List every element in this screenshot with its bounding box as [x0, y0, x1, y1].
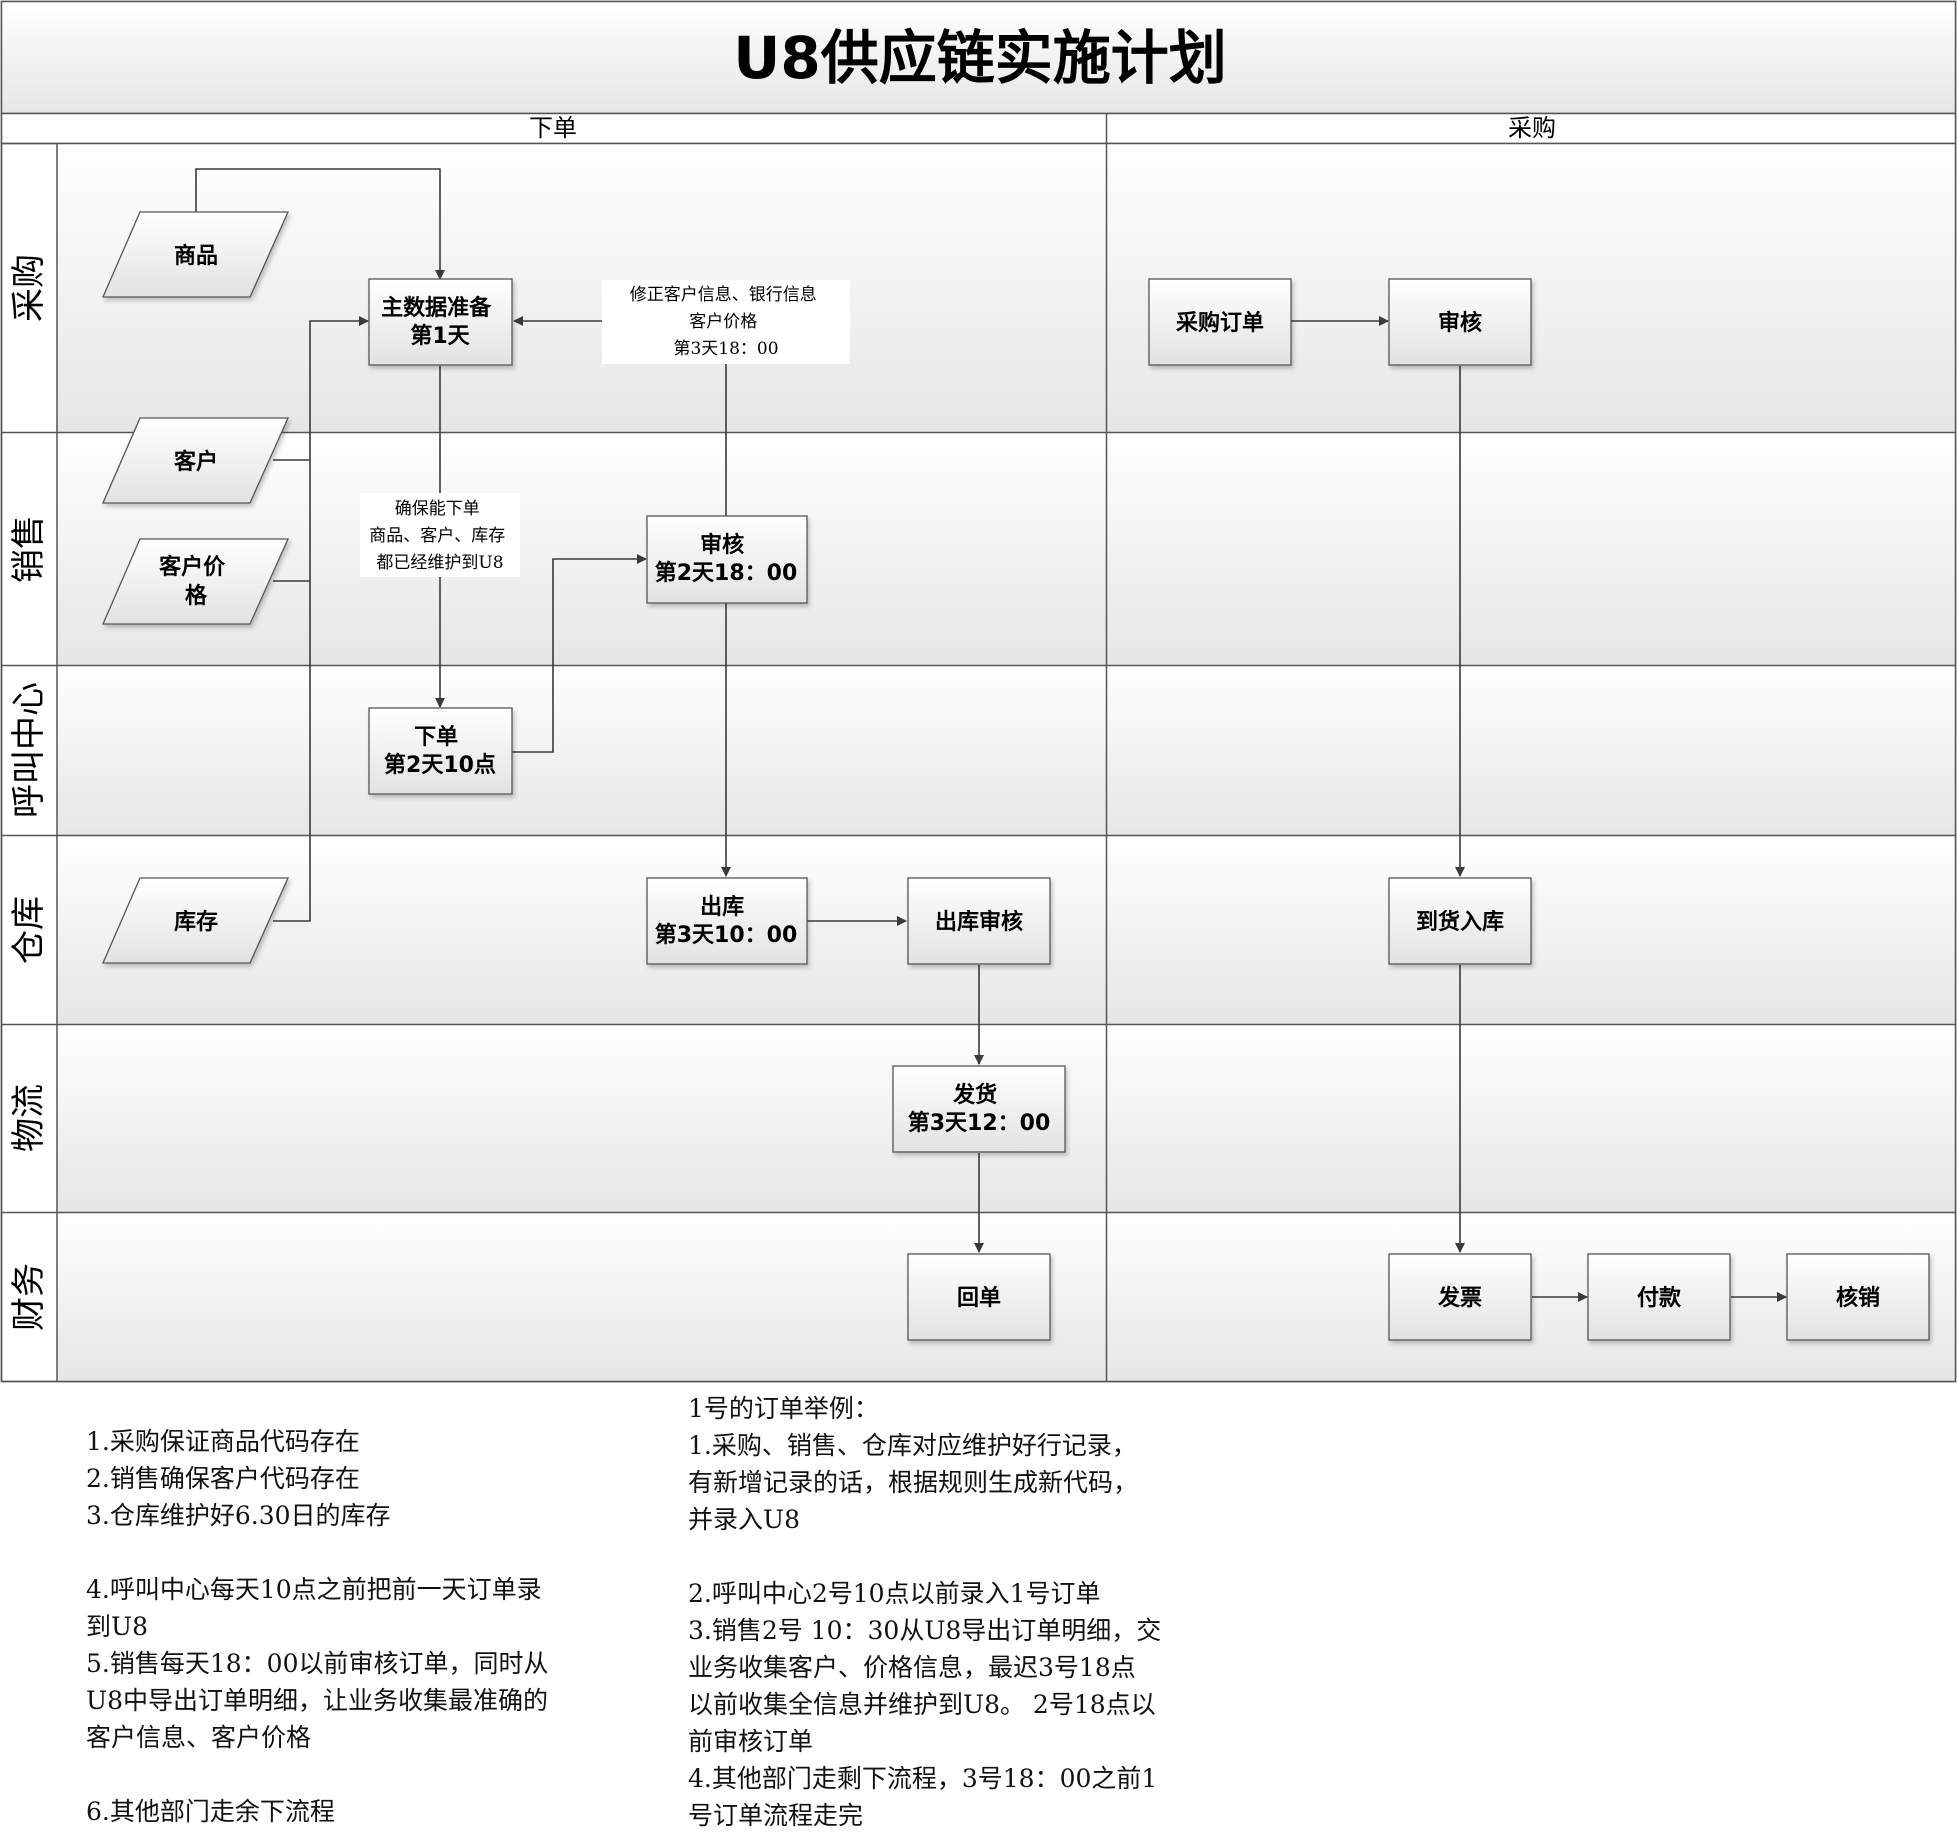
svg-text:审核: 审核 [1438, 310, 1482, 336]
lane-label-callcenter: 呼叫中心 [9, 682, 49, 818]
data-node-customer: 客户 [102, 417, 290, 504]
svg-text:出库审核: 出库审核 [935, 909, 1023, 935]
svg-text:回单: 回单 [957, 1286, 1001, 1311]
annotation-ensure: 确保能下单 商品、客户、库存 都已经维护到U8 [360, 493, 520, 577]
svg-text:核销: 核销 [1836, 1285, 1880, 1311]
svg-text:客户: 客户 [174, 449, 218, 475]
note-line: 有新增记录的话，根据规则生成新代码， [688, 1468, 1139, 1497]
diagram-title: U8供应链实施计划 [733, 24, 1226, 92]
data-node-inventory: 库存 [102, 877, 290, 964]
process-purchase-review: 审核 [1388, 278, 1532, 366]
svg-text:库存: 库存 [174, 909, 218, 935]
svg-text:修正客户信息、银行信息 客户价格 第: 修正客户信息、银行信息 客户价格 第3天18：00 [630, 285, 822, 359]
note-gap [86, 1756, 646, 1793]
process-arrival: 到货入库 [1388, 877, 1532, 965]
lane-label-logistics: 物流 [9, 1084, 49, 1152]
note-line: 号订单流程走完 [688, 1801, 864, 1830]
lane-label-purchase: 采购 [9, 254, 49, 322]
process-outbound: 出库 第3天10：00 [646, 877, 808, 965]
svg-text:客户价 格: 客户价 格 [159, 554, 233, 609]
note-line: 3.仓库维护好6.30日的库存 [86, 1501, 391, 1530]
note-line: 并录入U8 [688, 1505, 800, 1534]
svg-text:商品: 商品 [174, 243, 218, 269]
data-node-goods: 商品 [102, 211, 290, 298]
note-line: 2.销售确保客户代码存在 [86, 1464, 360, 1493]
svg-text:主数据准备 第1天: 主数据准备 第1天 [381, 295, 499, 349]
note-line: 5.销售每天18：00以前审核订单，同时从 [86, 1649, 549, 1678]
column-header-purchase: 采购 [1508, 114, 1556, 142]
process-order: 下单 第2天10点 [368, 707, 513, 795]
notes-left: 1.采购保证商品代码存在 2.销售确保客户代码存在 3.仓库维护好6.30日的库… [86, 1423, 646, 1830]
note-line: 客户信息、客户价格 [86, 1723, 312, 1752]
lane-label-finance: 财务 [9, 1263, 49, 1331]
note-line: 业务收集客户、价格信息，最迟3号18点 [688, 1653, 1136, 1682]
svg-text:审核 第2天18：00: 审核 第2天18：00 [655, 532, 798, 586]
note-line: 以前收集全信息并维护到U8。 2号18点以 [688, 1690, 1156, 1719]
lane-label-warehouse: 仓库 [9, 896, 49, 964]
note-line: U8中导出订单明细，让业务收集最准确的 [86, 1686, 548, 1715]
lane-band-sales [57, 432, 1956, 666]
process-sales-review: 审核 第2天18：00 [646, 515, 808, 604]
process-master-data: 主数据准备 第1天 [368, 278, 513, 366]
note-line: 4.其他部门走剩下流程，3号18：00之前1 [688, 1764, 1158, 1793]
svg-text:确保能下单 商品、客户、库存 都已经: 确保能下单 商品、客户、库存 都已经维护到U8 [369, 499, 510, 573]
note-gap [688, 1538, 1248, 1575]
process-outbound-review: 出库审核 [907, 877, 1051, 965]
note-line: 到U8 [86, 1612, 148, 1641]
notes-right: 1号的订单举例： 1.采购、销售、仓库对应维护好行记录， 有新增记录的话，根据规… [688, 1390, 1248, 1834]
process-shipping: 发货 第3天12：00 [892, 1065, 1066, 1153]
edge-inventory-to-bus [273, 316, 369, 922]
svg-text:出库 第3天10：00: 出库 第3天10：00 [655, 895, 798, 948]
svg-text:下单 第2天10点: 下单 第2天10点 [384, 725, 496, 778]
process-payment: 付款 [1587, 1253, 1731, 1341]
note-line: 1.采购、销售、仓库对应维护好行记录， [688, 1431, 1137, 1460]
svg-text:发货 第3天12：00: 发货 第3天12：00 [908, 1082, 1051, 1136]
column-header-order: 下单 [529, 114, 577, 142]
note-line: 3.销售2号 10：30从U8导出订单明细，交 [688, 1616, 1162, 1645]
note-line: 4.呼叫中心每天10点之前把前一天订单录 [86, 1575, 542, 1604]
edge-goods-to-master [195, 168, 445, 280]
process-receipt: 回单 [907, 1253, 1051, 1341]
data-node-customer-price: 客户价 格 [102, 538, 290, 625]
note-line: 1.采购保证商品代码存在 [86, 1427, 360, 1456]
lane-label-sales: 销售 [9, 515, 49, 583]
note-line: 6.其他部门走余下流程 [86, 1797, 335, 1826]
svg-text:采购订单: 采购订单 [1176, 310, 1264, 336]
process-purchase-order: 采购订单 [1148, 278, 1292, 366]
process-invoice: 发票 [1388, 1253, 1532, 1341]
note-gap [86, 1534, 646, 1571]
lane-band-callcenter [57, 665, 1956, 836]
svg-text:发票: 发票 [1437, 1285, 1482, 1311]
process-writeoff: 核销 [1786, 1253, 1930, 1341]
edge-order-to-review [512, 554, 647, 753]
note-line: 2.呼叫中心2号10点以前录入1号订单 [688, 1579, 1101, 1608]
lane-band-purchase [57, 143, 1956, 433]
svg-text:付款: 付款 [1637, 1285, 1682, 1311]
title-band [0, 0, 1957, 115]
svg-text:到货入库: 到货入库 [1416, 909, 1504, 935]
note-line: 1号的订单举例： [688, 1394, 879, 1423]
annotation-correction: 修正客户信息、银行信息 客户价格 第3天18：00 [602, 280, 850, 364]
swimlane-diagram: U8供应链实施计划 下单 采购 采购 销售 呼叫中心 仓库 物流 财务 [0, 0, 1957, 1383]
note-line: 前审核订单 [688, 1727, 814, 1756]
column-header-row [0, 112, 1957, 145]
